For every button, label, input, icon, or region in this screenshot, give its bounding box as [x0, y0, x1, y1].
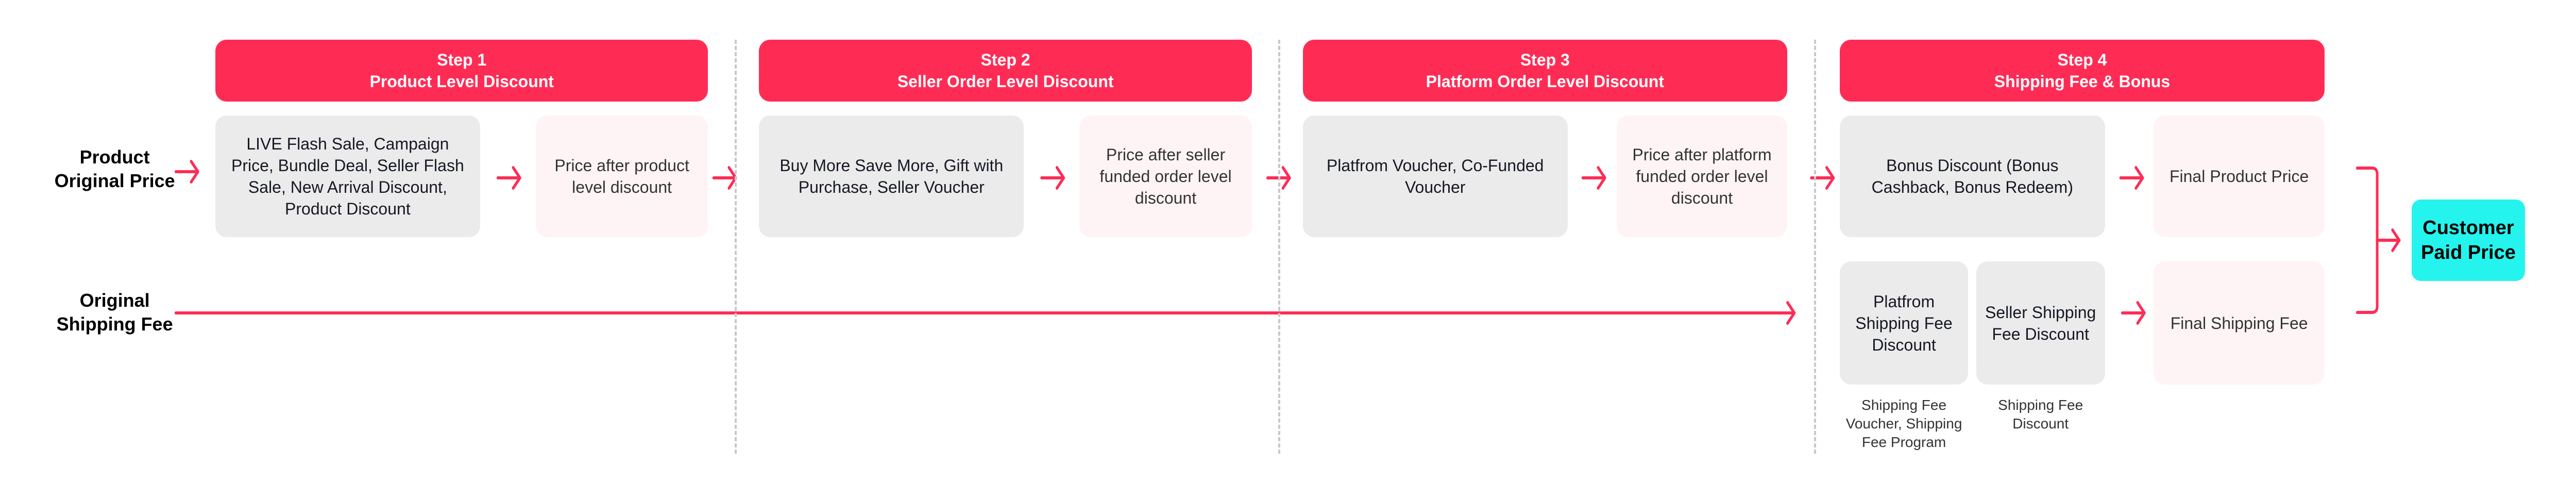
step-title: Platform Order Level Discount — [1426, 72, 1664, 91]
step-2-discounts: Buy More Save More, Gift with Purchase, … — [759, 115, 1024, 237]
step-2-result: Price after seller funded order level di… — [1079, 115, 1252, 237]
customer-paid-price: Customer Paid Price — [2411, 200, 2526, 281]
step-1-discounts: LIVE Flash Sale, Campaign Price, Bundle … — [215, 115, 480, 237]
step-4-bonus-discount: Bonus Discount (Bonus Cashback, Bonus Re… — [1840, 115, 2105, 237]
step-4-header: Step 4 Shipping Fee & Bonus — [1840, 40, 2325, 102]
arrow-right-icon — [1581, 166, 1606, 190]
step-number: Step 1 — [437, 51, 487, 69]
step-number: Step 2 — [980, 51, 1030, 69]
row-label-shipping: Original Shipping Fee — [56, 290, 173, 335]
seller-shipping-caption: Shipping Fee Discount — [1998, 397, 2083, 432]
step-2-header: Step 2 Seller Order Level Discount — [759, 40, 1252, 102]
step-number: Step 3 — [1520, 51, 1570, 69]
merge-bracket — [2355, 167, 2401, 314]
platform-shipping-discount: Platfrom Shipping Fee Discount — [1840, 261, 1969, 385]
step-title: Product Level Discount — [369, 72, 554, 91]
final-shipping-fee: Final Shipping Fee — [2154, 261, 2325, 385]
step-number: Step 4 — [2057, 51, 2107, 69]
arrow-right-icon — [2119, 166, 2144, 190]
step-3-result: Price after platform funded order level … — [1617, 115, 1787, 237]
step-3-header: Step 3 Platform Order Level Discount — [1302, 40, 1787, 102]
arrow-right-icon — [174, 160, 199, 184]
step-3-discounts: Platfrom Voucher, Co-Funded Voucher — [1302, 115, 1568, 237]
final-product-price: Final Product Price — [2154, 115, 2325, 237]
divider — [1814, 40, 1816, 454]
divider — [1278, 40, 1281, 454]
step-1-result: Price after product level discount — [535, 115, 708, 237]
divider — [734, 40, 737, 454]
step-title: Seller Order Level Discount — [897, 72, 1114, 91]
arrow-right-icon — [1040, 166, 1065, 190]
shipping-line-arrow — [174, 301, 1796, 325]
platform-shipping-caption: Shipping Fee Voucher, Shipping Fee Progr… — [1845, 397, 1962, 450]
arrow-right-icon — [712, 166, 737, 190]
arrow-right-icon — [2121, 301, 2146, 325]
step-1-header: Step 1 Product Level Discount — [215, 40, 708, 102]
seller-shipping-discount: Seller Shipping Fee Discount — [1976, 261, 2105, 385]
row-label-product: Product Original Price — [54, 146, 175, 191]
arrow-right-icon — [496, 166, 521, 190]
step-title: Shipping Fee & Bonus — [1994, 72, 2171, 91]
